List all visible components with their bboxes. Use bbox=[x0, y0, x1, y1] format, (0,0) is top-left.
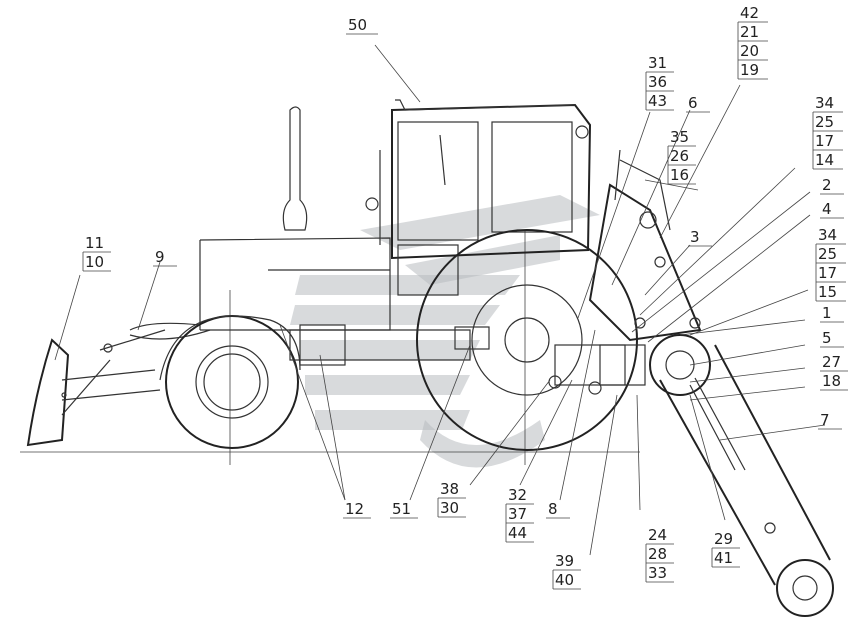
callout-number: 50 bbox=[348, 16, 367, 34]
callout-number: 14 bbox=[815, 151, 834, 169]
callout-number: 29 bbox=[714, 530, 733, 548]
callout-c7: 7 bbox=[818, 411, 842, 430]
callout-number: 40 bbox=[555, 571, 574, 589]
watermark-logo bbox=[290, 195, 600, 468]
tractor-hood bbox=[129, 106, 391, 340]
callout-number: 7 bbox=[820, 411, 830, 429]
leader-lines bbox=[54, 44, 826, 556]
callout-number: 37 bbox=[508, 505, 527, 523]
callout-number: 43 bbox=[648, 92, 667, 110]
callout-number: 33 bbox=[648, 564, 667, 582]
callout-number: 39 bbox=[555, 552, 574, 570]
callout-number: 8 bbox=[548, 500, 558, 518]
callout-number: 31 bbox=[648, 54, 667, 72]
callout-number: 20 bbox=[740, 42, 759, 60]
dozer-blade bbox=[26, 329, 166, 447]
callout-number: 36 bbox=[648, 73, 667, 91]
callout-c50: 50 bbox=[346, 16, 378, 35]
callout-number: 16 bbox=[670, 166, 689, 184]
callout-number: 51 bbox=[392, 500, 411, 518]
callout-number: 32 bbox=[508, 486, 527, 504]
callout-number: 25 bbox=[818, 245, 837, 263]
callout-number: 34 bbox=[818, 226, 837, 244]
callout-number: 27 bbox=[822, 353, 841, 371]
callout-c9: 9 bbox=[153, 248, 177, 267]
callout-number: 21 bbox=[740, 23, 759, 41]
callout-number: 26 bbox=[670, 147, 689, 165]
tractor-cab bbox=[365, 99, 592, 296]
callout-number: 5 bbox=[822, 329, 832, 347]
callout-number: 1 bbox=[822, 304, 832, 322]
callout-c3: 3 bbox=[688, 228, 712, 247]
callout-number: 24 bbox=[648, 526, 667, 544]
callout-c6: 6 bbox=[686, 94, 710, 113]
callout-c1: 1 bbox=[820, 304, 844, 323]
callout-number: 9 bbox=[155, 248, 165, 266]
callout-c4: 4 bbox=[820, 200, 844, 219]
callout-c8: 8 bbox=[546, 500, 570, 519]
callout-c12: 12 bbox=[343, 500, 371, 519]
callout-c2: 2 bbox=[820, 176, 844, 195]
callout-number: 30 bbox=[440, 499, 459, 517]
callout-number: 6 bbox=[688, 94, 698, 112]
callout-number: 38 bbox=[440, 480, 459, 498]
callout-number: 18 bbox=[822, 372, 841, 390]
callout-number: 25 bbox=[815, 113, 834, 131]
callout-number: 3 bbox=[690, 228, 700, 246]
callout-c51: 51 bbox=[390, 500, 418, 519]
callout-number: 34 bbox=[815, 94, 834, 112]
callout-number: 28 bbox=[648, 545, 667, 563]
callout-number: 4 bbox=[822, 200, 832, 218]
callout-c18: 18 bbox=[820, 372, 848, 391]
callout-c5: 5 bbox=[820, 329, 844, 348]
callout-number: 42 bbox=[740, 4, 759, 22]
front-wheel bbox=[159, 315, 301, 449]
callout-number: 12 bbox=[345, 500, 364, 518]
callout-number: 11 bbox=[85, 234, 104, 252]
callout-number: 35 bbox=[670, 128, 689, 146]
callout-number: 41 bbox=[714, 549, 733, 567]
callout-number: 17 bbox=[818, 264, 837, 282]
callout-number: 17 bbox=[815, 132, 834, 150]
callout-number: 2 bbox=[822, 176, 832, 194]
callout-number: 15 bbox=[818, 283, 837, 301]
callout-c27: 27 bbox=[820, 353, 848, 372]
callout-number: 19 bbox=[740, 61, 759, 79]
callout-number: 44 bbox=[508, 524, 527, 542]
callout-number: 10 bbox=[85, 253, 104, 271]
